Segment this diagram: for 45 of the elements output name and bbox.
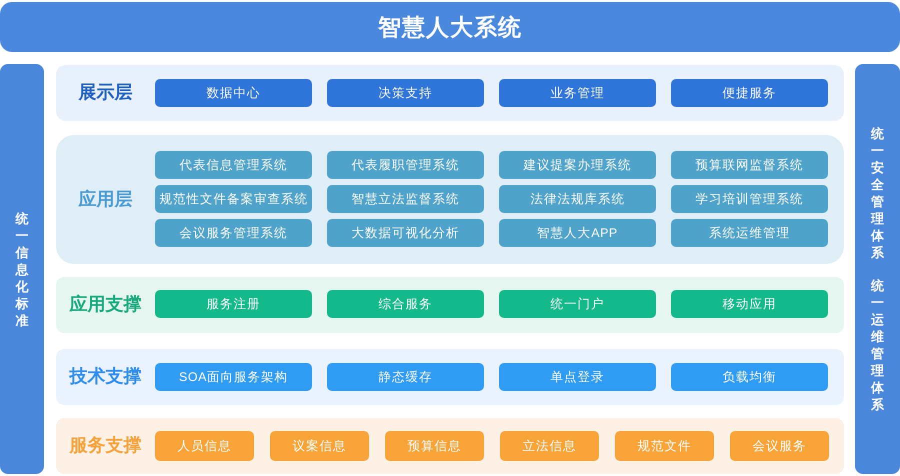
side-banner [855, 64, 900, 474]
layer-panel [56, 277, 844, 333]
module-tile: 会议服务 [730, 431, 829, 461]
module-tile: 业务管理 [499, 79, 656, 107]
module-tile: 系统运维管理 [671, 219, 828, 247]
module-tile: 智慧人大APP [499, 219, 656, 247]
layer-label: 应用层 [78, 188, 132, 210]
module-tile: 人员信息 [155, 431, 254, 461]
module-tile: 会议服务管理系统 [155, 219, 312, 247]
layer-panel [56, 418, 844, 474]
module-tile: 服务注册 [155, 290, 312, 318]
module-tile: 负载均衡 [671, 363, 828, 391]
module-tile: 规范性文件备案审查系统 [155, 185, 312, 213]
side-banner: 统一信息化标准 [0, 64, 44, 474]
layer-label: 展示层 [78, 82, 132, 104]
title-banner: 智慧人大系统 [0, 2, 900, 52]
module-tile: 单点登录 [499, 363, 656, 391]
banner-label: 统一安全管理体系 [870, 125, 884, 261]
module-tile: 代表履职管理系统 [327, 151, 484, 179]
module-tile: 立法信息 [500, 431, 599, 461]
banner-label: 统一运维管理体系 [870, 277, 884, 413]
module-tile: 大数据可视化分析 [327, 219, 484, 247]
module-tile: 移动应用 [671, 290, 828, 318]
layer-label: 应用支撑 [70, 294, 142, 316]
module-tile: 法律法规库系统 [499, 185, 656, 213]
module-tile: 便捷服务 [671, 79, 828, 107]
module-tile: 统一门户 [499, 290, 656, 318]
module-tile: 代表信息管理系统 [155, 151, 312, 179]
module-tile: 预算信息 [385, 431, 484, 461]
module-tile: 建议提案办理系统 [499, 151, 656, 179]
module-tile: 决策支持 [327, 79, 484, 107]
layer-label: 技术支撑 [70, 366, 142, 388]
module-tile: 学习培训管理系统 [671, 185, 828, 213]
module-tile: 预算联网监督系统 [671, 151, 828, 179]
layer-panel [56, 65, 844, 121]
module-tile: 数据中心 [155, 79, 312, 107]
module-tile: SOA面向服务架构 [155, 363, 312, 391]
layer-panel [56, 349, 844, 405]
layer-panel [56, 135, 844, 264]
module-tile: 智慧立法监督系统 [327, 185, 484, 213]
module-tile: 议案信息 [270, 431, 369, 461]
layer-label: 服务支撑 [70, 435, 142, 457]
module-tile: 综合服务 [327, 290, 484, 318]
module-tile: 规范文件 [615, 431, 714, 461]
module-tile: 静态缓存 [327, 363, 484, 391]
